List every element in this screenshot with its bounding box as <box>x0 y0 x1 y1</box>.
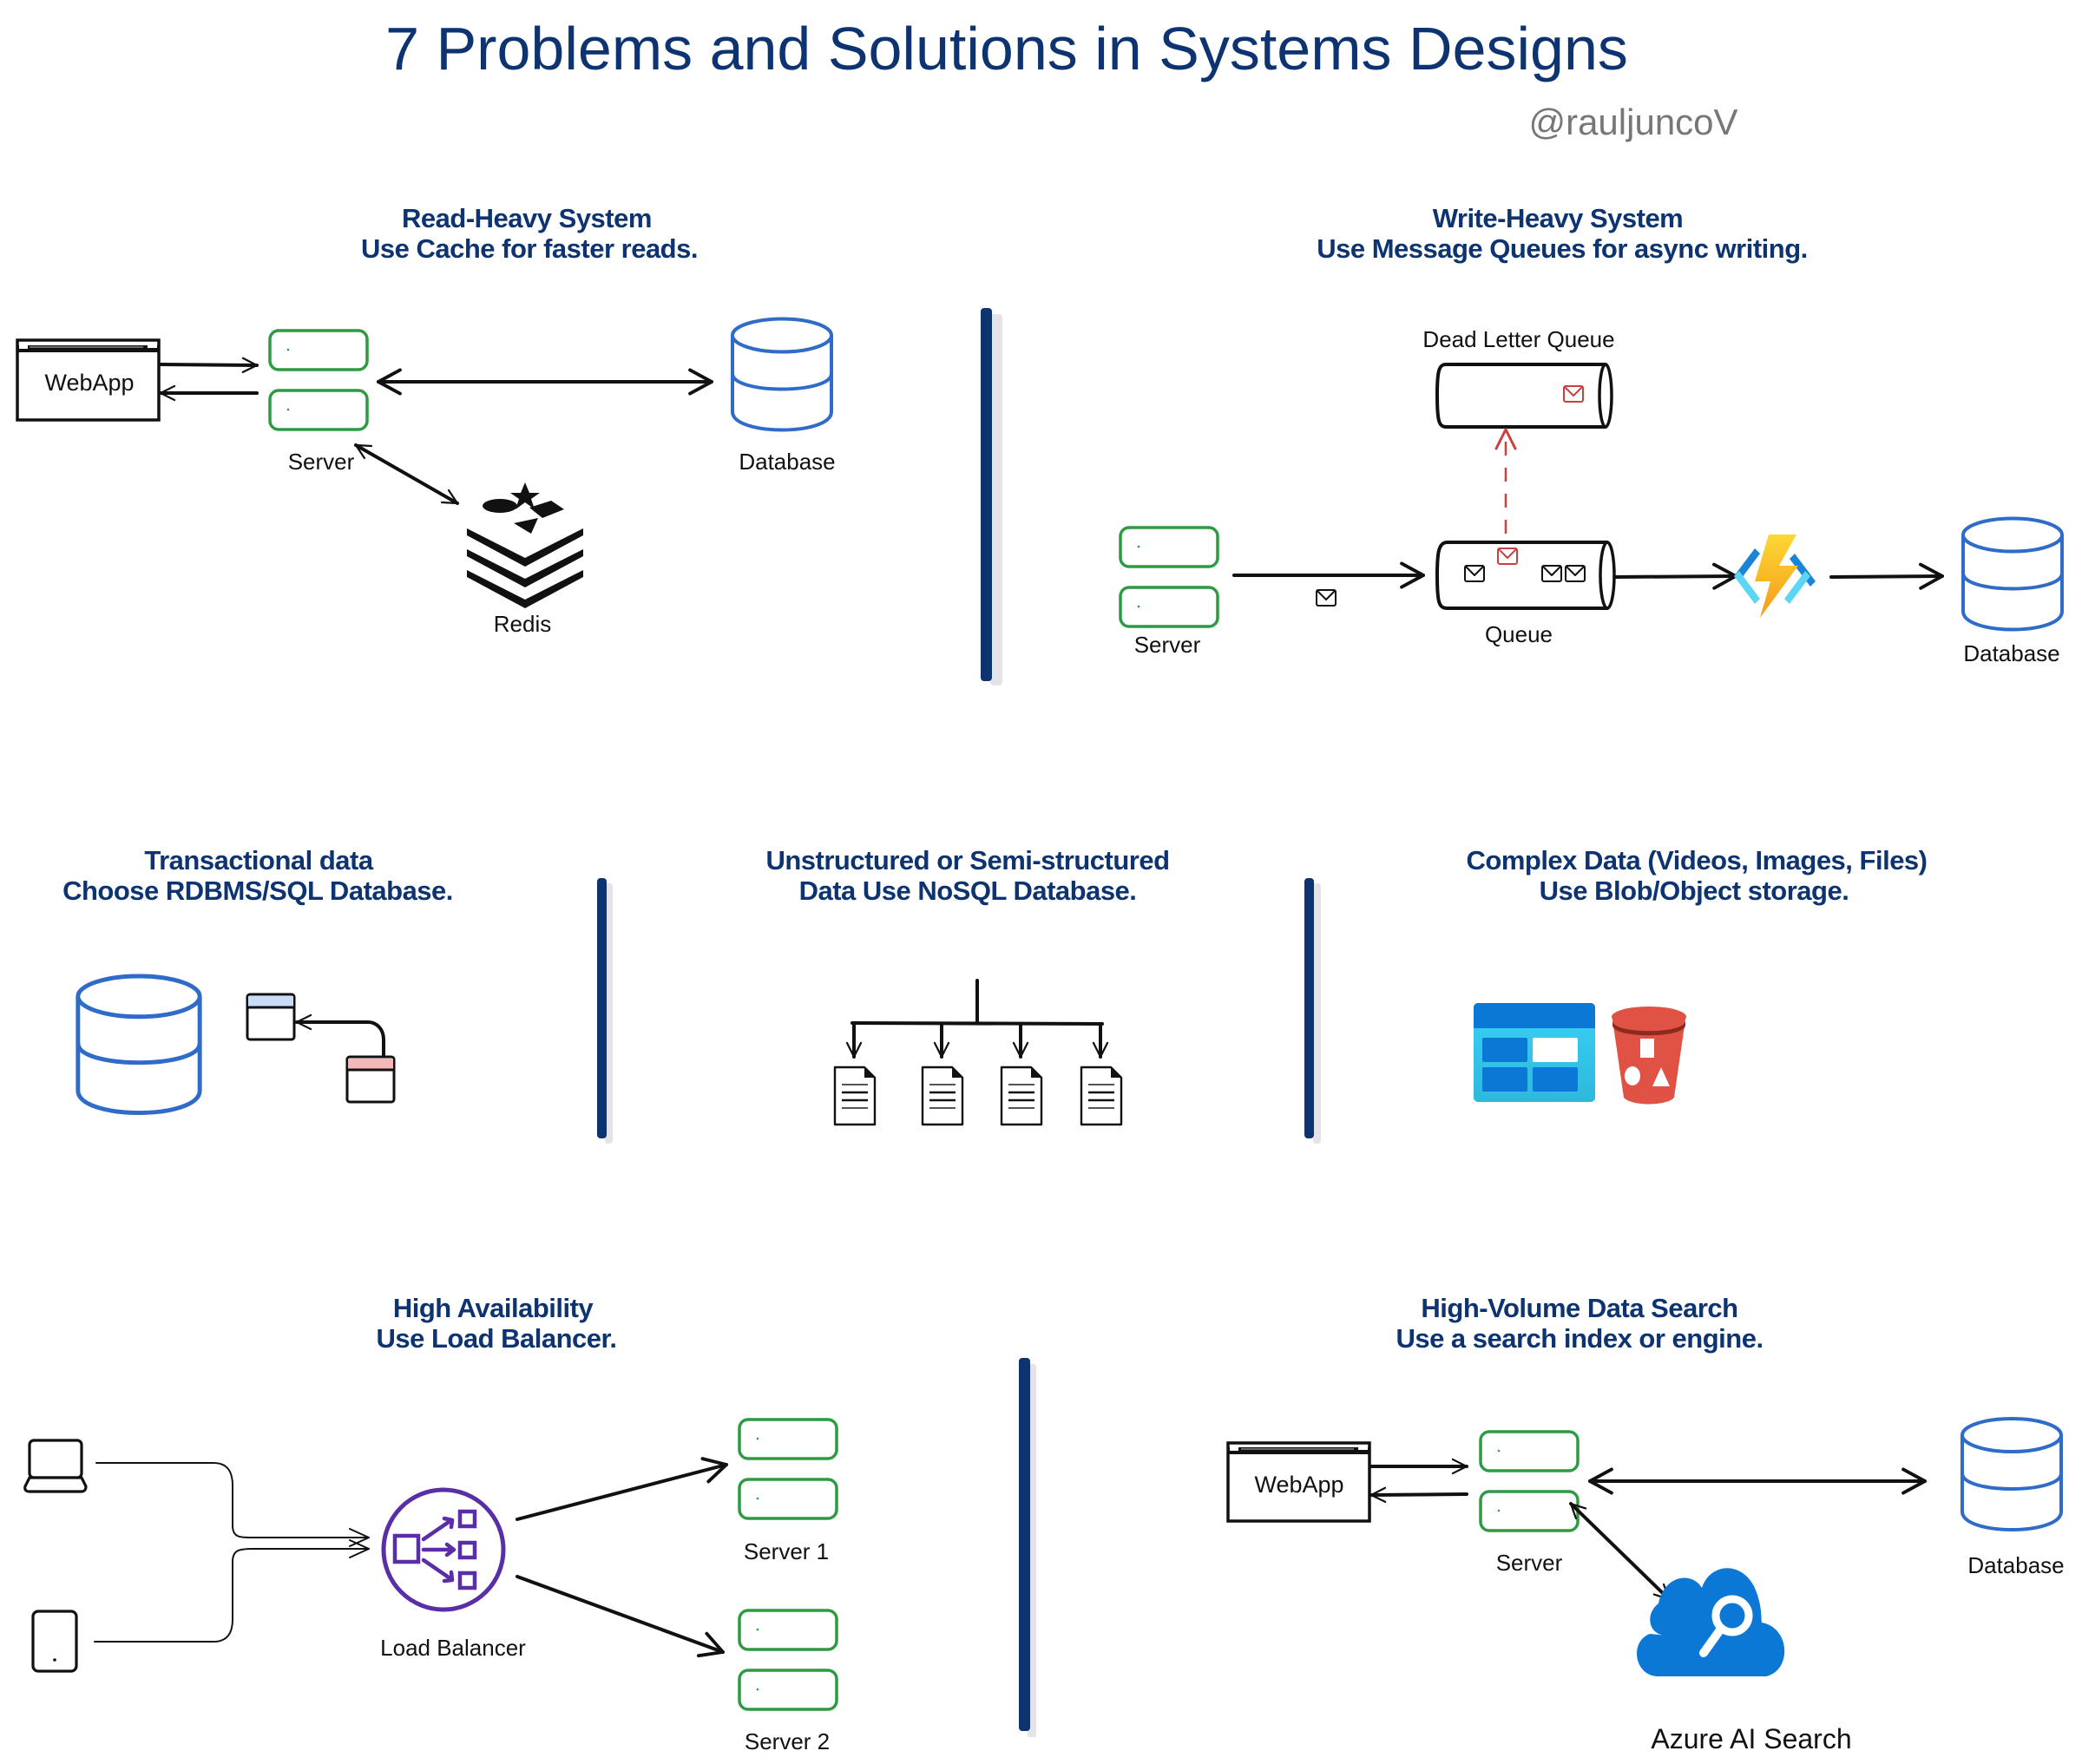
server-icon <box>1479 1430 1580 1532</box>
database-icon <box>1963 519 2062 630</box>
arrow-server-to-webapp <box>1369 1486 1468 1504</box>
arrow-function-to-database <box>1829 562 1944 590</box>
search-engine-label: Azure AI Search <box>1651 1723 1851 1754</box>
server-icon <box>1119 526 1219 628</box>
document-icon <box>1000 1066 1043 1126</box>
panel-read-heavy: Read-Heavy System Use Cache for faster r… <box>16 203 836 637</box>
webapp-label: WebApp <box>44 370 134 396</box>
dead-letter-queue-icon <box>1435 363 1613 429</box>
panel-complex-data: Complex Data (Videos, Images, Files) Use… <box>1467 845 1928 1105</box>
arrow-lb-to-server1 <box>516 1457 728 1521</box>
database-icon <box>732 319 831 430</box>
arrow-server-redis <box>354 443 459 505</box>
server-label: Server <box>1134 632 1201 658</box>
envelope-icon <box>1497 548 1518 565</box>
server-icon <box>738 1609 838 1711</box>
server-label: Server <box>288 449 355 475</box>
relation-arrow-icon <box>295 1013 385 1058</box>
azure-search-icon <box>1637 1568 1785 1676</box>
divider-bottom <box>1019 1358 1036 1737</box>
document-icon <box>833 1066 877 1126</box>
webapp-label: WebApp <box>1254 1472 1343 1498</box>
phone-icon <box>31 1610 78 1673</box>
browser-window-icon <box>16 338 161 422</box>
panel-heading: Transactional data <box>144 845 373 875</box>
database-icon <box>78 976 200 1113</box>
document-icon <box>921 1066 964 1126</box>
database-icon <box>1962 1419 2061 1530</box>
divider-middle-left <box>597 878 613 1144</box>
panel-write-heavy: Write-Heavy System Use Message Queues fo… <box>1119 203 2062 666</box>
panel-subheading: Use Load Balancer. <box>376 1323 616 1354</box>
server-icon <box>268 329 369 431</box>
database-label: Database <box>739 449 835 475</box>
panel-transactional: Transactional data Choose RDBMS/SQL Data… <box>62 845 453 1113</box>
panel-heading: Read-Heavy System <box>402 203 652 233</box>
arrow-queue-to-function <box>1614 562 1737 590</box>
azure-function-icon <box>1734 534 1816 618</box>
azure-blob-storage-icon <box>1474 1003 1595 1102</box>
panel-subheading: Data Use NoSQL Database. <box>799 875 1137 906</box>
panel-heading: Unstructured or Semi-structured <box>765 845 1169 875</box>
tree-branch-icon <box>845 979 1109 1059</box>
envelope-icon <box>1464 565 1485 582</box>
queue-label: Queue <box>1485 621 1553 647</box>
author-handle: @rauljuncoV <box>1528 102 1737 142</box>
server2-label: Server 2 <box>745 1728 830 1754</box>
panel-search: High-Volume Data Search Use a search ind… <box>1226 1293 2065 1754</box>
database-label: Database <box>1963 640 2059 666</box>
redis-label: Redis <box>494 611 551 637</box>
load-balancer-icon <box>381 1487 506 1612</box>
server-label: Server <box>1496 1550 1563 1576</box>
panel-heading: High Availability <box>393 1293 594 1323</box>
browser-window-icon <box>1226 1441 1371 1523</box>
panel-subheading: Use Message Queues for async writing. <box>1317 233 1808 264</box>
table-icon <box>345 1055 396 1104</box>
envelope-icon <box>1316 589 1337 607</box>
panel-subheading: Choose RDBMS/SQL Database. <box>62 875 453 906</box>
database-label: Database <box>1967 1552 2064 1578</box>
panel-subheading: Use a search index or engine. <box>1396 1323 1763 1354</box>
server-icon <box>738 1418 838 1520</box>
page-title: 7 Problems and Solutions in Systems Desi… <box>385 15 1628 82</box>
laptop-icon <box>23 1439 88 1493</box>
redis-icon <box>467 482 583 608</box>
panel-unstructured: Unstructured or Semi-structured Data Use… <box>765 845 1170 1126</box>
envelope-icon <box>1563 385 1584 403</box>
dead-letter-queue-label: Dead Letter Queue <box>1422 326 1614 352</box>
table-icon <box>246 993 296 1041</box>
envelope-icon <box>1565 565 1586 582</box>
divider-middle-right <box>1304 878 1321 1144</box>
queue-icon <box>1435 541 1616 610</box>
s3-bucket-icon <box>1612 1007 1686 1105</box>
arrow-webapp-to-server <box>159 357 259 374</box>
divider-top <box>981 308 1002 685</box>
panel-heading: High-Volume Data Search <box>1421 1293 1737 1323</box>
panel-subheading: Use Blob/Object storage. <box>1540 875 1849 906</box>
arrow-lb-to-server2 <box>516 1575 725 1658</box>
server1-label: Server 1 <box>744 1538 829 1564</box>
load-balancer-label: Load Balancer <box>380 1635 526 1661</box>
panel-subheading: Use Cache for faster reads. <box>361 233 698 264</box>
connector-laptop-to-lb <box>95 1462 370 1547</box>
panel-heading: Complex Data (Videos, Images, Files) <box>1467 845 1928 875</box>
panel-heading: Write-Heavy System <box>1433 203 1684 233</box>
envelope-icon <box>1541 565 1562 582</box>
panel-high-availability: High Availability Use Load Balancer. Loa… <box>23 1293 838 1754</box>
document-icon <box>1080 1066 1123 1126</box>
connector-phone-to-lb <box>94 1539 370 1643</box>
arrow-server-search <box>1569 1502 1671 1601</box>
